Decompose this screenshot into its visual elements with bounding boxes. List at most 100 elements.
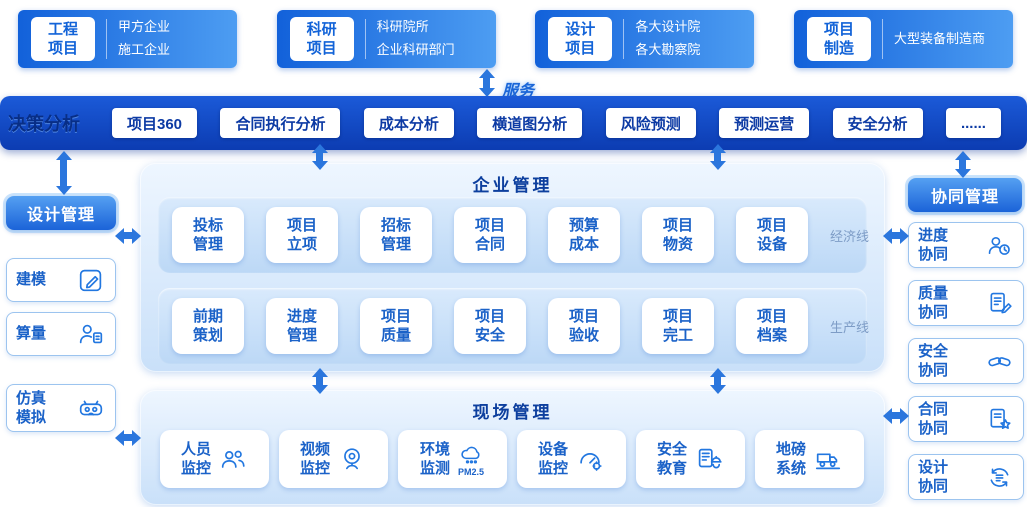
- decision-item-project360[interactable]: 项目360: [112, 108, 198, 138]
- divider: [364, 19, 366, 59]
- truck-scale-icon: [813, 444, 843, 474]
- arrow-bar-to-enterprise-right: [709, 144, 726, 170]
- collab-card-label: 合同 协同: [918, 400, 949, 438]
- segment-desc: 甲方企业 施工企业: [118, 19, 171, 57]
- site-management-panel: 现场管理 人员 监控 视频 监控 环境 监测: [140, 390, 885, 505]
- ent-card-archives[interactable]: 项目 档案: [736, 298, 808, 354]
- economic-line-row: 投标 管理 项目 立项 招标 管理 项目 合同 预算 成本 项目 物资 项目 设…: [158, 197, 870, 273]
- site-cards-row: 人员 监控 视频 监控 环境 监测: [160, 430, 865, 488]
- ent-card-safety[interactable]: 项目 安全: [454, 298, 526, 354]
- pencil-square-icon: [76, 265, 106, 295]
- site-card-label: 地磅 系统: [775, 440, 806, 478]
- ent-card-acceptance[interactable]: 项目 验收: [548, 298, 620, 354]
- production-line-tag: 生产线: [830, 319, 870, 335]
- segment-research-project: 科研 项目 科研院所 企业科研部门: [276, 10, 496, 68]
- collab-card-quality[interactable]: 质量 协同: [908, 280, 1024, 326]
- safety-education-icon: [694, 444, 724, 474]
- segment-label: 工程 项目: [31, 17, 95, 61]
- ent-card-contract[interactable]: 项目 合同: [454, 207, 526, 263]
- ent-card-bidding[interactable]: 投标 管理: [172, 207, 244, 263]
- site-card-label: 人员 监控: [180, 440, 211, 478]
- decision-item-contract-execution-analysis[interactable]: 合同执行分析: [220, 108, 341, 138]
- decision-items-row: 项目360 合同执行分析 成本分析 横道图分析 风险预测 预测运营 安全分析 .…: [112, 108, 1001, 138]
- pm25-badge: PM2.5: [457, 466, 484, 477]
- segment-label: 科研 项目: [289, 17, 354, 61]
- webcam-icon: [337, 444, 367, 474]
- arrow-bar-to-enterprise-left: [311, 144, 328, 170]
- site-card-label: 设备 监控: [537, 440, 568, 478]
- segment-desc: 大型装备制造商: [893, 30, 985, 46]
- site-card-video-monitoring[interactable]: 视频 监控: [279, 430, 388, 488]
- ent-card-schedule[interactable]: 进度 管理: [266, 298, 338, 354]
- arrow-segments-to-bar: [478, 69, 495, 97]
- collab-card-contract[interactable]: 合同 协同: [908, 396, 1024, 442]
- decision-item-safety-analysis[interactable]: 安全分析: [832, 108, 923, 138]
- collab-card-safety[interactable]: 安全 协同: [908, 338, 1024, 384]
- person-clock-icon: [985, 231, 1014, 260]
- collab-card-label: 设计 协同: [918, 458, 949, 496]
- segment-label: 项目 制造: [806, 17, 871, 61]
- segment-design-project: 设计 项目 各大设计院 各大勘察院: [535, 10, 755, 68]
- ent-card-planning[interactable]: 前期 策划: [172, 298, 244, 354]
- arrow-design-to-enterprise: [115, 227, 141, 244]
- service-label: 服务: [502, 83, 535, 100]
- divider: [623, 19, 625, 59]
- arrow-enterprise-to-collaboration: [883, 227, 909, 244]
- decision-analysis-title: 决策分析: [8, 114, 80, 134]
- handshake-icon: [985, 347, 1014, 376]
- ent-card-initiation[interactable]: 项目 立项: [266, 207, 338, 263]
- arrow-enterprise-to-site-right: [709, 368, 726, 394]
- design-item-modeling[interactable]: 建模: [6, 258, 116, 302]
- document-star-icon: [985, 405, 1014, 434]
- decision-item-gantt-analysis[interactable]: 横道图分析: [477, 108, 583, 138]
- ent-card-quality[interactable]: 项目 质量: [360, 298, 432, 354]
- site-card-personnel-monitoring[interactable]: 人员 监控: [160, 430, 269, 488]
- site-card-safety-education[interactable]: 安全 教育: [636, 430, 745, 488]
- site-card-equipment-monitoring[interactable]: 设备 监控: [517, 430, 626, 488]
- design-item-simulation[interactable]: 仿真 模拟: [6, 384, 116, 432]
- decision-item-more[interactable]: ......: [945, 108, 1001, 138]
- person-document-icon: [76, 319, 106, 349]
- arrow-site-to-collaboration: [883, 407, 909, 424]
- ent-card-tendering[interactable]: 招标 管理: [360, 207, 432, 263]
- decision-item-cost-analysis[interactable]: 成本分析: [363, 108, 454, 138]
- segment-project-manufacturing: 项目 制造 大型装备制造商: [793, 10, 1013, 68]
- customer-segments-row: 工程 项目 甲方企业 施工企业 科研 项目 科研院所 企业科研部门 设计 项目 …: [18, 10, 1013, 68]
- ent-card-budget-cost[interactable]: 预算 成本: [548, 207, 620, 263]
- sync-document-icon: [985, 463, 1014, 492]
- enterprise-management-title: 企业管理: [472, 176, 553, 195]
- people-icon: [218, 444, 248, 474]
- collab-card-label: 进度 协同: [918, 226, 949, 264]
- decision-item-forecast-operation[interactable]: 预测运营: [719, 108, 810, 138]
- ent-card-equipment[interactable]: 项目 设备: [736, 207, 808, 263]
- cloud-pm25-icon: PM2.5: [457, 442, 485, 477]
- site-management-title: 现场管理: [472, 403, 553, 422]
- design-management-header: 设计管理: [6, 196, 116, 230]
- decision-item-risk-forecast[interactable]: 风险预测: [605, 108, 696, 138]
- design-item-label: 算量: [16, 325, 47, 343]
- vr-headset-icon: [76, 393, 106, 423]
- collab-card-schedule[interactable]: 进度 协同: [908, 222, 1024, 268]
- ent-card-completion[interactable]: 项目 完工: [642, 298, 714, 354]
- arrow-bar-to-collaboration: [954, 151, 971, 178]
- design-item-label: 仿真 模拟: [16, 389, 47, 427]
- site-card-label: 安全 教育: [656, 440, 687, 478]
- arrow-enterprise-to-site-left: [311, 368, 328, 394]
- site-card-label: 环境 监测: [419, 440, 450, 478]
- decision-analysis-bar: 决策分析 项目360 合同执行分析 成本分析 横道图分析 风险预测 预测运营 安…: [0, 96, 1027, 150]
- divider: [106, 19, 107, 59]
- design-item-quantity[interactable]: 算量: [6, 312, 116, 356]
- economic-line-tag: 经济线: [830, 228, 870, 244]
- divider: [881, 19, 883, 59]
- arrow-design-to-site: [115, 429, 141, 446]
- site-card-environment-monitoring[interactable]: 环境 监测 PM2.5: [398, 430, 507, 488]
- arrow-bar-to-design-management: [55, 151, 72, 195]
- site-card-weighbridge-system[interactable]: 地磅 系统: [755, 430, 864, 488]
- collab-card-design[interactable]: 设计 协同: [908, 454, 1024, 500]
- segment-desc: 科研院所 企业科研部门: [376, 19, 455, 57]
- collab-card-label: 安全 协同: [918, 342, 949, 380]
- document-pencil-icon: [985, 289, 1014, 318]
- enterprise-management-panel: 企业管理 投标 管理 项目 立项 招标 管理 项目 合同 预算 成本 项目 物资…: [140, 163, 885, 372]
- ent-card-materials[interactable]: 项目 物资: [642, 207, 714, 263]
